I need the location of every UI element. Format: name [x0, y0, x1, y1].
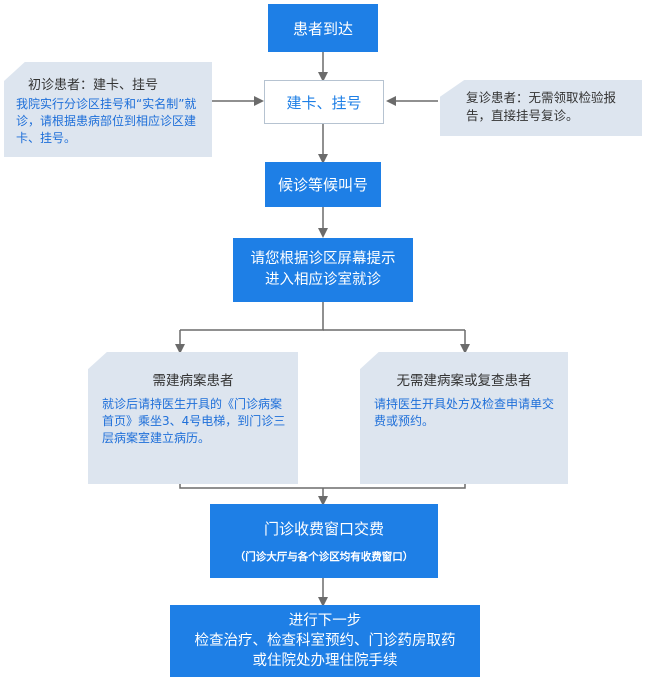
step-pay: 门诊收费窗口交费 （门诊大厅与各个诊区均有收费窗口） [210, 504, 438, 578]
note-return-visit-text: 复诊患者：无需领取检验报告，直接挂号复诊。 [466, 90, 617, 123]
step-arrive: 患者到达 [268, 4, 378, 52]
step-enter-line1: 请您根据诊区屏幕提示 [250, 251, 396, 267]
step-arrive-label: 患者到达 [292, 19, 353, 38]
split-line [180, 302, 324, 331]
step-enter-clinic: 请您根据诊区屏幕提示 进入相应诊室就诊 [233, 238, 413, 302]
note-first-visit-text: 我院实行分诊区挂号和“实名制”就诊，请根据患病部位到相应诊区建卡、挂号。 [16, 97, 197, 145]
step-enter-line2: 进入相应诊室就诊 [265, 272, 381, 288]
note-need-record: 需建病案患者 就诊后请持医生开具的《门诊病案首页》乘坐3、4号电梯，到门诊三层病… [88, 352, 298, 484]
step-wait-label: 候诊等候叫号 [277, 176, 368, 194]
step-pay-title: 门诊收费窗口交费 [263, 520, 384, 538]
note-first-visit-title: 初诊患者：建卡、挂号 [28, 78, 159, 93]
step-wait: 候诊等候叫号 [265, 162, 381, 207]
step-next-line3: 或住院处办理住院手续 [252, 653, 398, 669]
step-pay-subtitle: （门诊大厅与各个诊区均有收费窗口） [234, 551, 414, 563]
note-no-record-title: 无需建病案或复查患者 [396, 373, 532, 389]
note-need-record-title: 需建病案患者 [152, 373, 234, 389]
note-return-visit: 复诊患者：无需领取检验报告，直接挂号复诊。 [440, 80, 642, 136]
note-first-visit: 初诊患者：建卡、挂号 我院实行分诊区挂号和“实名制”就诊，请根据患病部位到相应诊… [4, 62, 212, 157]
step-next-line1: 进行下一步 [288, 613, 362, 629]
note-no-record: 无需建病案或复查患者 请持医生开具处方及检查申请单交费或预约。 [360, 352, 568, 484]
step-register-label: 建卡、挂号 [286, 93, 362, 112]
step-next: 进行下一步 检查治疗、检查科室预约、门诊药房取药 或住院处办理住院手续 [170, 605, 480, 677]
note-need-record-text: 就诊后请持医生开具的《门诊病案首页》乘坐3、4号电梯，到门诊三层病案室建立病历。 [102, 397, 286, 445]
step-register: 建卡、挂号 [264, 80, 384, 124]
note-no-record-text: 请持医生开具处方及检查申请单交费或预约。 [374, 397, 555, 428]
step-next-line2: 检查治疗、检查科室预约、门诊药房取药 [194, 633, 456, 649]
merge-line [179, 484, 466, 489]
